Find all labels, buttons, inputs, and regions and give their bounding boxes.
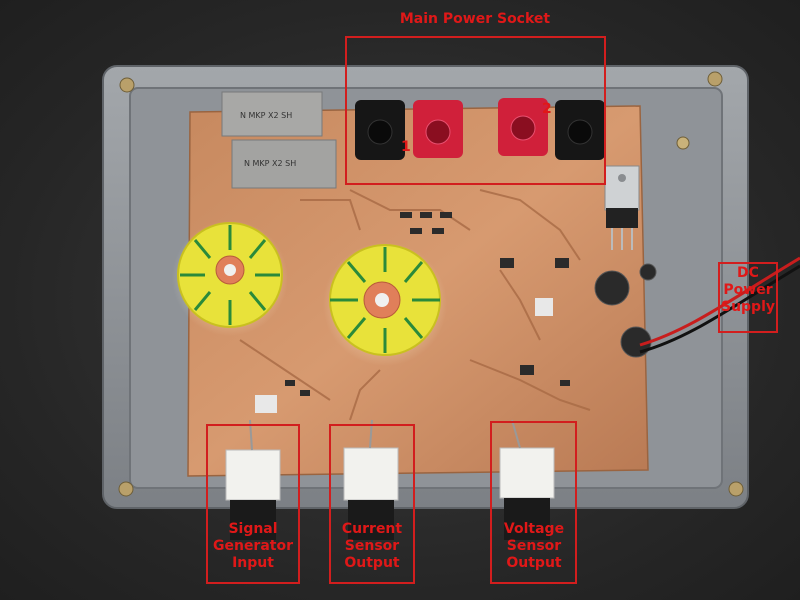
signal-generator-input-label: Signal Generator Input xyxy=(212,521,293,571)
socket-2-label: 2 xyxy=(542,101,552,117)
voltage-regulator xyxy=(604,165,640,250)
x2-capacitor-bottom xyxy=(231,139,337,189)
capacitor-top-marking: N MKP X2 SH xyxy=(240,111,292,120)
main-power-socket-box xyxy=(345,36,606,185)
socket-red-left xyxy=(413,100,463,158)
socket-black-left xyxy=(355,100,405,160)
pcb-traces xyxy=(239,189,591,421)
bnc-voltage-sensor xyxy=(499,447,555,540)
socket-1-label: 1 xyxy=(401,139,411,155)
toroid-left xyxy=(172,220,288,336)
dc-power-supply-box xyxy=(718,262,778,333)
x2-capacitor-top xyxy=(221,91,323,137)
socket-red-right xyxy=(498,98,548,156)
voltage-sensor-box xyxy=(490,421,577,584)
capacitor-bottom-marking: N MKP X2 SH xyxy=(244,159,296,168)
current-sensor-output-label: Current Sensor Output xyxy=(341,521,403,571)
current-sensor-box xyxy=(329,424,415,584)
signal-generator-box xyxy=(206,424,300,584)
main-power-socket-label: Main Power Socket xyxy=(399,11,551,27)
smd-components xyxy=(255,212,570,413)
dc-power-supply-label: DC Power Supply xyxy=(720,265,776,315)
voltage-sensor-output-label: Voltage Sensor Output xyxy=(503,521,565,571)
socket-black-right xyxy=(555,100,605,160)
bnc-signal-generator xyxy=(225,449,281,540)
toroid-right xyxy=(323,242,447,366)
corner-screws xyxy=(118,71,744,497)
